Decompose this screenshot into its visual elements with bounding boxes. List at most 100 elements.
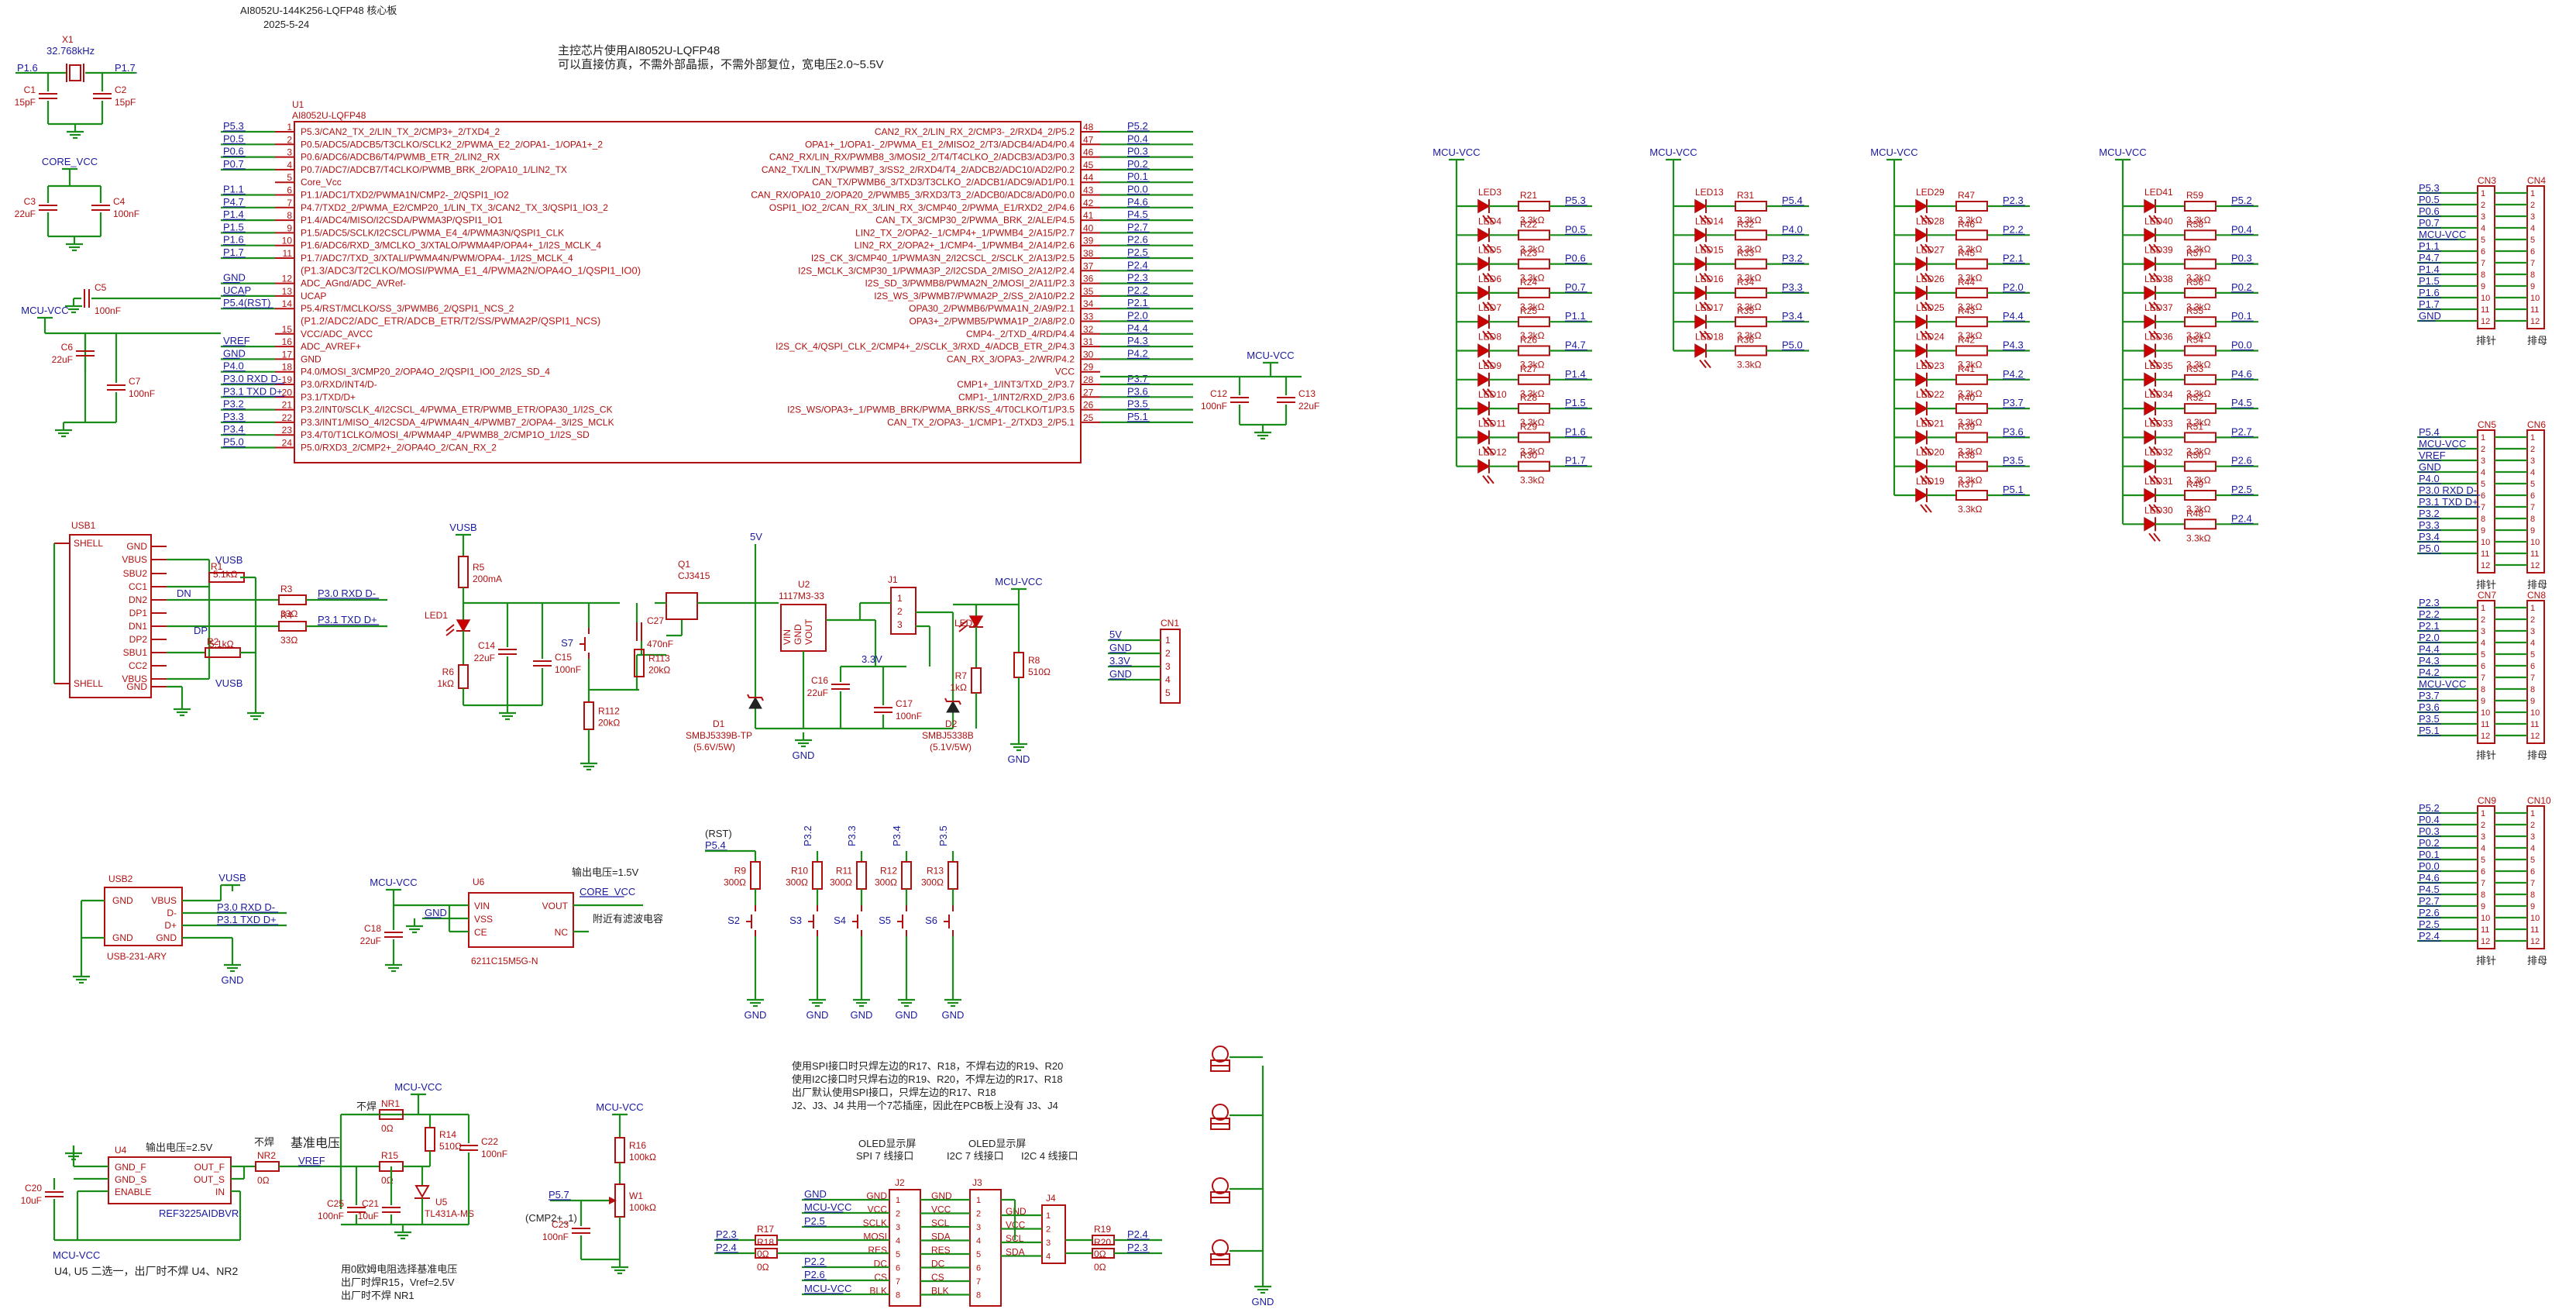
pin-number: 11 [2530,720,2539,729]
led-ref: LED16 [1695,274,1724,284]
net-label: P0.6 [223,146,244,157]
led-triangle [2144,285,2157,301]
resistor-ref: R49 [2186,479,2203,490]
wire [1920,417,1928,426]
pin-number: 10 [2530,708,2540,718]
switch-ref: S5 [879,915,891,926]
led-ref: LED27 [1916,245,1945,256]
pin-number: 7 [2481,259,2485,268]
pin-number: 11 [2530,305,2539,315]
wire [1487,417,1494,426]
pin-name: GND [126,541,147,552]
resistor-body [948,861,958,890]
hole-ring [1212,1104,1229,1121]
pin-number: 10 [2481,914,2490,923]
pin-number: 3 [1046,1238,1051,1248]
net-label: P0.6 [1565,253,1586,264]
resistor-ref: R34 [1737,277,1754,288]
pin-number: 6 [2481,491,2485,501]
net-label: GND [2419,310,2441,322]
led-triangle [2144,487,2157,503]
net-label: GND [1109,668,1132,680]
mcu-ref: U1 [292,99,304,110]
j1-body [890,587,917,635]
pin-number: 12 [2481,937,2490,946]
pin-number: 6 [2530,662,2535,671]
resistor-value: 100kΩ [629,1152,656,1163]
pin-number: 4 [287,160,292,171]
net-label: P0.1 [1127,171,1148,182]
j3-pin: SDA [931,1232,951,1242]
pin-number: 10 [2481,708,2490,718]
net-label: P3.6 [2003,425,2024,437]
pin-name: GND [301,353,322,364]
u6-pin: VSS [474,914,493,925]
net-label: P5.4(RST) [223,297,270,308]
pin-number: 2 [976,1210,981,1219]
net-label: GND [425,907,447,918]
capacitor-ref: C21 [362,1198,379,1209]
pin-number: 2 [2481,201,2485,210]
resistor-body [1955,490,1988,501]
resistor-ref: R58 [2186,219,2203,229]
net-label: P3.3 [1782,281,1803,293]
pin-number: 19 [282,374,293,385]
pin-number: 7 [2481,879,2485,888]
pin-number: 14 [282,298,293,309]
pin-number: 9 [2530,902,2535,911]
resistor-value: 3.3kΩ [1737,243,1762,254]
pin-name: P5.4/RST/MCLKO/SS_3/PWMB6_2/QSPI1_NCS_2 [301,303,514,314]
resistor-ref: R33 [1737,248,1754,259]
j1-pin: 1 [897,593,903,604]
led [1694,198,1711,224]
pin-number: 9 [2481,697,2485,706]
j3-ref: J3 [972,1177,982,1188]
wire [2153,272,2161,282]
led-triangle [456,619,471,632]
wire [1482,215,1490,224]
pin-name: OPA30_2/PWMB6/PWMA1N_2/A9/P2.1 [909,303,1075,314]
led-triangle [1694,257,1708,271]
pin-number: 12 [2530,561,2540,570]
net-label: P3.6 [1127,385,1148,397]
net-label: P2.2 [1127,284,1148,296]
hole-ring [1212,1046,1229,1063]
gnd-symbol [406,918,423,934]
capacitor-ref: C18 [364,923,381,934]
resistor-value: 3.3kΩ [1958,273,1983,284]
j3-pin: VCC [931,1204,951,1215]
net-label: P1.5 [2419,275,2440,287]
resistor-body [1735,201,1767,212]
pin-number: 11 [283,248,293,259]
wire [2153,359,2161,369]
pin-name: CMP1+_1/INT3/TXD_2/P3.7 [957,379,1075,390]
led2-ref: LED2 [954,618,978,629]
wire [1924,243,1932,253]
resistor-value: 3.3kΩ [1958,504,1983,515]
zener-body [946,700,960,713]
wire [2153,301,2161,311]
wire [1487,301,1494,311]
resistor-body [1955,229,1988,241]
net-label: P3.5 [2419,713,2440,725]
pin-number: 2 [2481,615,2485,625]
net-label: MCU-VCC [804,1283,851,1294]
led-ref: LED9 [1478,360,1501,371]
pin-number: 6 [2530,247,2535,257]
capacitor-value: 22uF [15,208,36,219]
gnd-label: GND [942,1009,965,1021]
pin-number: 1 [2530,433,2535,443]
net-label: P0.7 [223,158,244,170]
resistor-value: 3.3kΩ [2186,417,2211,428]
pin-number: 16 [282,336,293,347]
resistor-ref: R45 [1958,248,1975,259]
wire [2153,243,2161,253]
